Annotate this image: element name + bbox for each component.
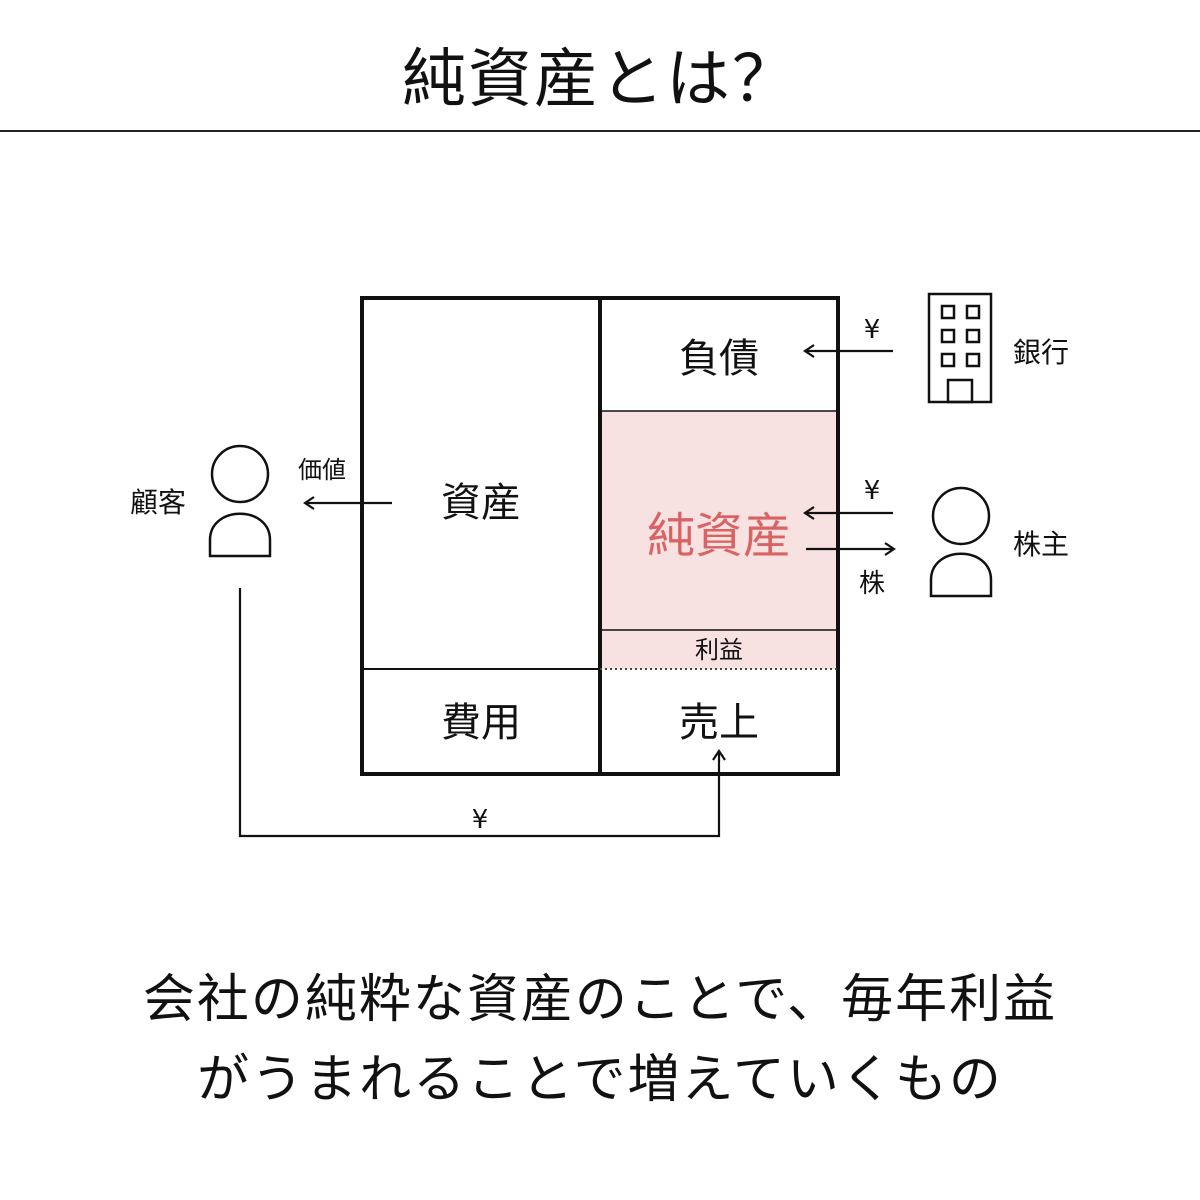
customer-person-icon [208, 444, 272, 558]
expenses-label: 費用 [441, 700, 521, 746]
shareholder-label: 株主 [1013, 528, 1069, 561]
bank-building-icon [927, 292, 993, 404]
caption-line-1: 会社の純粋な資産のことで、毎年利益 [142, 970, 1058, 1030]
sales-yen-label: ¥ [472, 805, 489, 835]
customer-to-sales-arrow [238, 588, 726, 838]
description-caption: 会社の純粋な資産のことで、毎年利益 がうまれることで増えていくもの [0, 960, 1200, 1120]
customer-label: 顧客 [130, 486, 186, 519]
shareholder-yen-label: ¥ [864, 476, 881, 506]
net-assets-label: 純資産 [647, 508, 791, 564]
caption-line-2: がうまれることで増えていくもの [197, 1050, 1003, 1110]
page-title: 純資産とは？ [402, 43, 798, 117]
liabilities-label: 負債 [679, 336, 759, 382]
sales-label: 売上 [679, 700, 759, 746]
net-assets-area [600, 411, 838, 669]
stock-label: 株 [859, 569, 885, 599]
value-label: 価値 [298, 456, 346, 484]
title-divider [0, 130, 1200, 132]
shareholder-person-icon [929, 486, 993, 598]
bank-yen-label: ¥ [864, 315, 881, 345]
profit-label: 利益 [695, 636, 743, 664]
bank-label: 銀行 [1013, 336, 1069, 369]
assets-label: 資産 [441, 480, 521, 526]
